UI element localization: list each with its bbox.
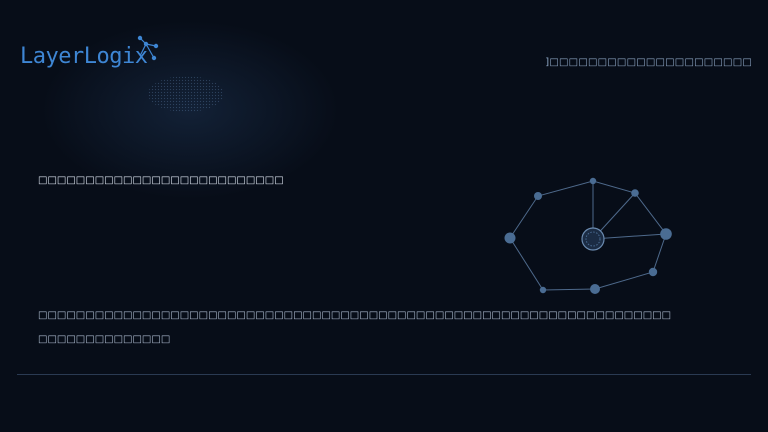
network-node xyxy=(590,284,600,294)
hero-body-line: □□□□□□□□□□□□□□ xyxy=(38,334,171,345)
logo-network-icon xyxy=(137,35,159,61)
network-graph-illustration xyxy=(504,177,672,294)
brand-logo[interactable]: LayerLogix xyxy=(20,44,148,69)
network-hub-node xyxy=(581,227,605,251)
hero-heading: □□□□□□□□□□□□□□□□□□□□□□□□□□ xyxy=(38,175,284,186)
dot-pattern-decoration xyxy=(148,76,224,112)
network-node xyxy=(539,286,547,294)
network-node xyxy=(648,267,658,277)
network-node xyxy=(504,232,516,244)
network-node xyxy=(589,177,597,185)
header-nav-text[interactable]: ]□□□□□□□□□□□□□□□□□□□□□ xyxy=(545,57,752,68)
brand-name: LayerLogix xyxy=(20,44,148,69)
section-divider xyxy=(17,374,751,375)
hero-body-line: □□□□□□□□□□□□□□□□□□□□□□□□□□□□□□□□□□□□□□□□… xyxy=(38,310,672,321)
hero-body: □□□□□□□□□□□□□□□□□□□□□□□□□□□□□□□□□□□□□□□□… xyxy=(38,304,672,352)
network-node xyxy=(534,192,542,200)
network-node xyxy=(631,189,639,197)
network-node xyxy=(660,228,672,240)
